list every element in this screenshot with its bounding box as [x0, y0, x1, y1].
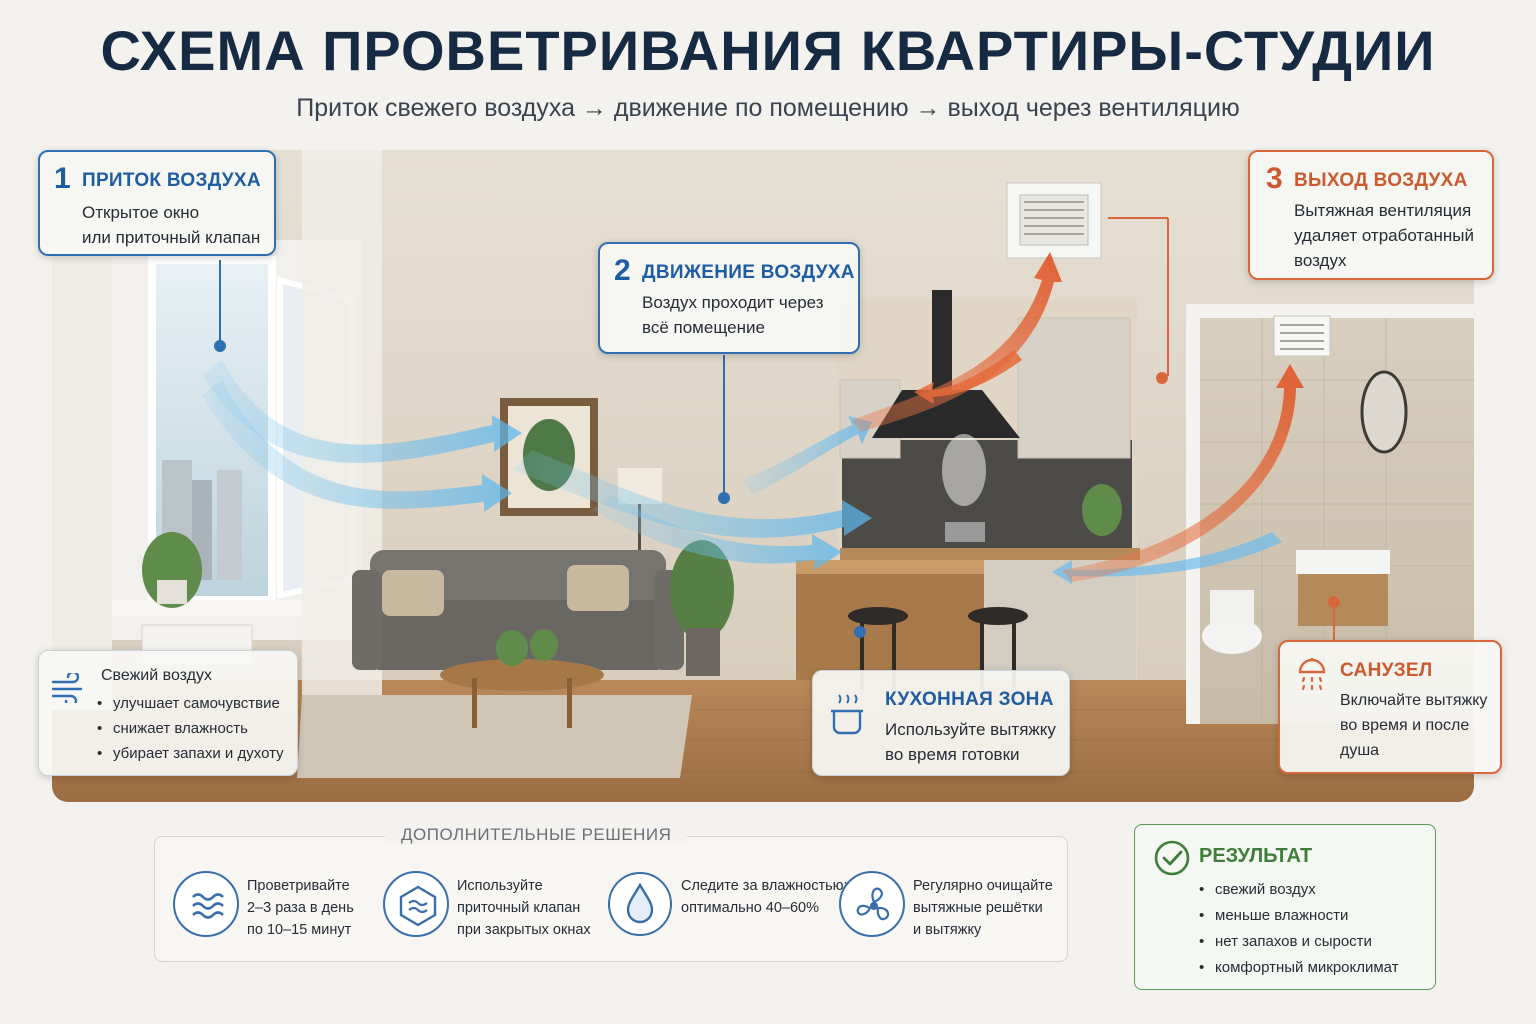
kitchen-heading: КУХОННАЯ ЗОНА [885, 689, 1054, 710]
shower-icon [1298, 658, 1326, 691]
bathroom-card: САНУЗЕЛ Включайте вытяжку во время и пос… [1278, 640, 1502, 774]
tip-clean: Регулярно очищайте вытяжные решётки и вы… [839, 865, 1059, 945]
step2-card: 2 ДВИЖЕНИЕ ВОЗДУХА Воздух проходит через… [598, 242, 860, 354]
pot-icon [831, 694, 863, 735]
step3-heading: ВЫХОД ВОЗДУХА [1294, 170, 1468, 191]
droplet-icon [607, 871, 673, 937]
result-panel: РЕЗУЛЬТАТ свежий воздух меньше влажности… [1134, 824, 1436, 990]
list-item: снижает влажность [95, 716, 284, 741]
step2-heading: ДВИЖЕНИЕ ВОЗДУХА [642, 262, 855, 283]
kitchen-text: Используйте вытяжку во время готовки [885, 720, 1056, 764]
step2-text: Воздух проходит через всё помещение [642, 293, 824, 337]
fresh-air-card: Свежий воздух улучшает самочувствие сниж… [38, 650, 298, 776]
bathroom-text: Включайте вытяжку во время и после душа [1340, 692, 1488, 759]
fresh-air-heading: Свежий воздух [101, 667, 212, 684]
step1-text: Открытое окно или приточный клапан [82, 203, 261, 247]
step3-number: 3 [1266, 162, 1283, 195]
valve-icon [383, 871, 449, 937]
studio-illustration [52, 150, 1474, 802]
fan-icon [839, 871, 905, 937]
page-title: СХЕМА ПРОВЕТРИВАНИЯ КВАРТИРЫ-СТУДИИ [100, 19, 1436, 82]
list-item: свежий воздух [1197, 877, 1399, 903]
extra-solutions-panel: ДОПОЛНИТЕЛЬНЫЕ РЕШЕНИЯ Проветривайте 2–3… [154, 825, 1068, 962]
bathroom-heading: САНУЗЕЛ [1340, 660, 1433, 681]
list-item: улучшает самочувствие [95, 691, 284, 716]
step1-number: 1 [54, 162, 71, 195]
waves-icon [173, 871, 239, 937]
list-item: убирает запахи и духоту [95, 741, 284, 766]
result-list: свежий воздух меньше влажности нет запах… [1197, 877, 1399, 981]
kitchen-card: КУХОННАЯ ЗОНА Используйте вытяжку во вре… [812, 670, 1070, 776]
check-circle-icon [1154, 840, 1190, 876]
tip-ventilate: Проветривайте 2–3 раза в день по 10–15 м… [173, 865, 373, 945]
step3-card: 3 ВЫХОД ВОЗДУХА Вытяжная вентиляция удал… [1248, 150, 1494, 280]
wind-icon [51, 673, 83, 703]
tip-humidity-text: Следите за влажностью: оптимально 40–60% [681, 878, 848, 916]
tip-clean-text: Регулярно очищайте вытяжные решётки и вы… [913, 878, 1053, 938]
tip-humidity: Следите за влажностью: оптимально 40–60% [607, 865, 848, 945]
tip-valve: Используйте приточный клапан при закрыты… [383, 865, 593, 945]
extra-solutions-title: ДОПОЛНИТЕЛЬНЫЕ РЕШЕНИЯ [385, 825, 688, 845]
list-item: меньше влажности [1197, 903, 1399, 929]
step1-card: 1 ПРИТОК ВОЗДУХА Открытое окно или прито… [38, 150, 276, 256]
result-heading: РЕЗУЛЬТАТ [1199, 845, 1313, 867]
list-item: нет запахов и сырости [1197, 929, 1399, 955]
step2-number: 2 [614, 254, 631, 287]
room-drawing [52, 150, 1474, 802]
step1-heading: ПРИТОК ВОЗДУХА [82, 170, 261, 191]
tip-valve-text: Используйте приточный клапан при закрыты… [457, 878, 591, 938]
fresh-air-list: улучшает самочувствие снижает влажность … [95, 691, 284, 766]
list-item: комфортный микроклимат [1197, 955, 1399, 981]
tip-ventilate-text: Проветривайте 2–3 раза в день по 10–15 м… [247, 878, 354, 938]
page-subtitle: Приток свежего воздуха → движение по пом… [296, 94, 1240, 122]
step3-text: Вытяжная вентиляция удаляет отработанный… [1294, 201, 1474, 270]
